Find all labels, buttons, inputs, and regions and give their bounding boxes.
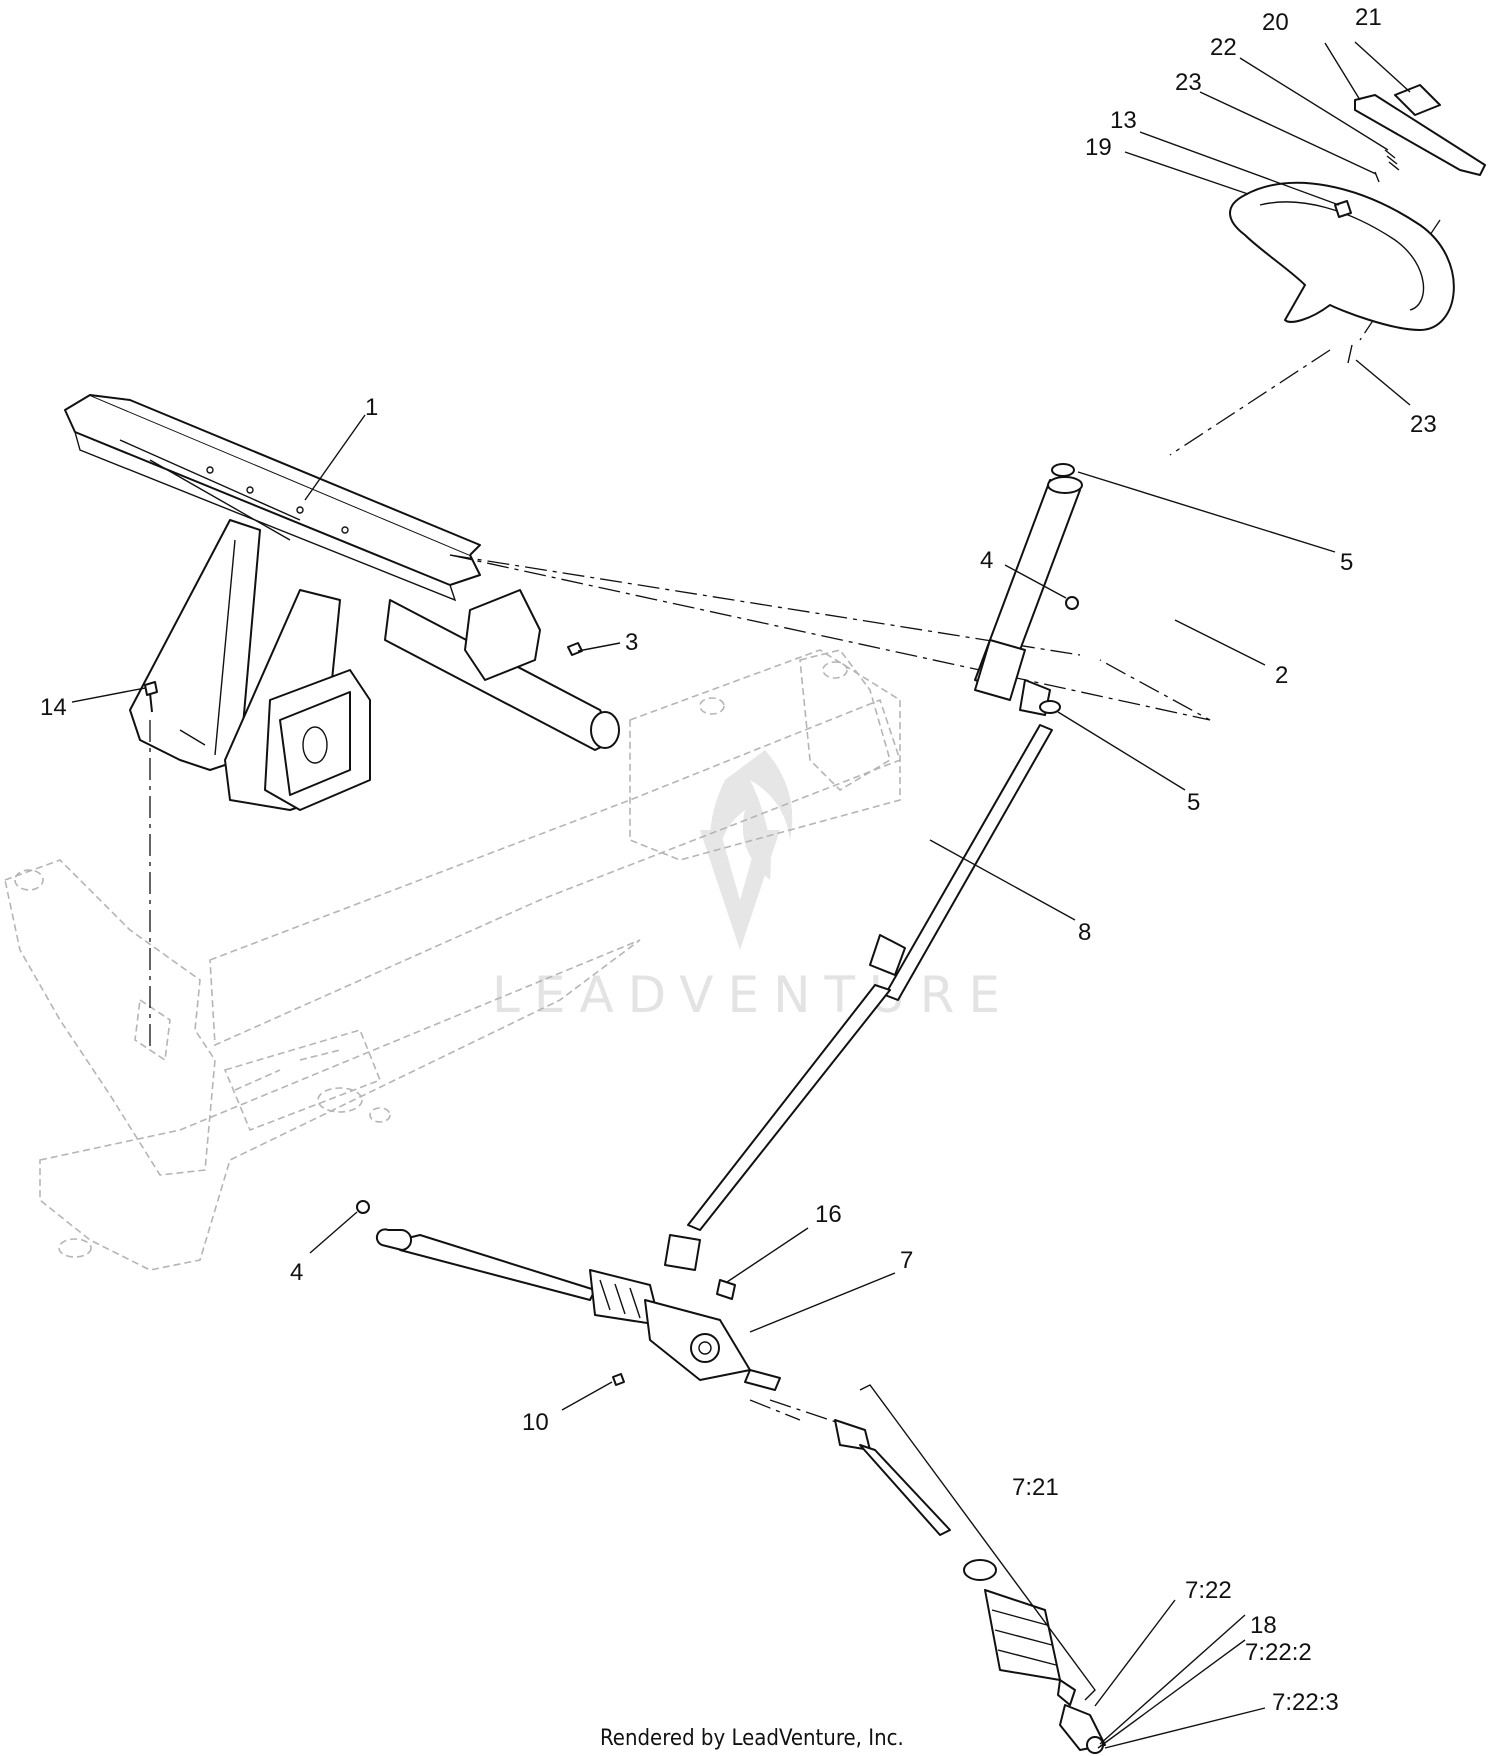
leader-4a xyxy=(1004,564,1067,599)
leader-8 xyxy=(929,839,1076,921)
callout-7-22-3: 7:22:3 xyxy=(1272,1689,1339,1716)
steering-support-weldment xyxy=(64,394,620,811)
leader-16 xyxy=(726,1227,809,1283)
callout-7-21: 7:21 xyxy=(1012,1474,1059,1501)
leader-13 xyxy=(1139,131,1340,206)
spring-22 xyxy=(1384,149,1400,171)
watermark-flame-icon xyxy=(710,750,793,900)
chassis-frame-ghost xyxy=(4,649,901,1271)
leader-14 xyxy=(71,687,146,703)
projection-lines xyxy=(149,219,1441,1431)
callout-2: 2 xyxy=(1275,662,1288,689)
callout-22: 22 xyxy=(1210,34,1237,61)
tie-rod-bracket xyxy=(859,1384,1096,1701)
steering-wheel-cover-20 xyxy=(1354,94,1486,176)
leader-22 xyxy=(1239,57,1389,151)
leader-2 xyxy=(1174,619,1266,666)
callout-5-lower: 5 xyxy=(1187,789,1200,816)
callout-18: 18 xyxy=(1250,1612,1277,1639)
footer-credit: Rendered by LeadVenture, Inc. xyxy=(600,1726,904,1751)
leader-20 xyxy=(1324,42,1361,101)
leader-21 xyxy=(1354,41,1411,93)
callout-19: 19 xyxy=(1085,134,1112,161)
callout-8: 8 xyxy=(1078,919,1091,946)
callout-7-22: 7:22 xyxy=(1185,1577,1232,1604)
leader-7-22 xyxy=(1094,1599,1176,1707)
callout-10: 10 xyxy=(522,1409,549,1436)
nut-13 xyxy=(1334,200,1352,218)
leader-18 xyxy=(1099,1614,1246,1745)
steering-rack xyxy=(375,1228,781,1391)
steering-wheel-assembly xyxy=(1229,84,1486,364)
callout-13: 13 xyxy=(1110,107,1137,134)
callout-1: 1 xyxy=(365,394,378,421)
leader-5a xyxy=(1077,471,1336,553)
tie-rod-assembly xyxy=(834,1384,1096,1706)
leader-4b xyxy=(309,1211,358,1254)
leader-5b xyxy=(1057,711,1186,791)
callout-5-upper: 5 xyxy=(1340,549,1353,576)
leadventure-watermark: LEADVENTURE xyxy=(492,750,1014,1024)
callout-16: 16 xyxy=(815,1201,842,1228)
callout-14: 14 xyxy=(40,694,67,721)
callout-leaders xyxy=(71,41,1411,1749)
leader-23a xyxy=(1199,91,1377,175)
watermark-v-icon xyxy=(700,830,780,950)
callout-7-22-2: 7:22:2 xyxy=(1245,1639,1312,1666)
leader-7 xyxy=(749,1272,896,1333)
nut-4-lower xyxy=(356,1200,370,1214)
bushing-5-upper xyxy=(1051,463,1075,477)
pin-16 xyxy=(716,1279,736,1300)
leader-1 xyxy=(304,414,366,501)
bolt-10 xyxy=(612,1373,625,1386)
bushing-5-lower xyxy=(1039,700,1061,714)
steering-column-tube xyxy=(974,476,1083,716)
callout-23-upper: 23 xyxy=(1175,69,1202,96)
hardware xyxy=(144,596,1079,1386)
bolt-14 xyxy=(144,681,158,713)
nut-4-upper xyxy=(1065,596,1079,610)
leader-7-22-2 xyxy=(1097,1639,1246,1749)
cap-21 xyxy=(1394,84,1441,116)
callout-labels: 1 2 3 4 4 5 5 7 8 10 13 14 16 18 19 20 2… xyxy=(40,4,1437,1716)
leader-19 xyxy=(1124,151,1249,195)
callout-7: 7 xyxy=(900,1247,913,1274)
callout-21: 21 xyxy=(1355,4,1382,31)
leader-23b xyxy=(1355,359,1411,406)
screw-23-lower xyxy=(1347,344,1353,364)
callout-4-lower: 4 xyxy=(290,1259,303,1286)
callout-4-upper: 4 xyxy=(980,547,993,574)
watermark-text: LEADVENTURE xyxy=(492,966,1014,1024)
callout-3: 3 xyxy=(625,629,638,656)
leader-7-22-3 xyxy=(1104,1707,1266,1749)
screw-3 xyxy=(567,642,583,656)
callout-20: 20 xyxy=(1262,9,1289,36)
steering-wheel xyxy=(1229,181,1455,331)
tie-rod-end xyxy=(1059,1704,1106,1754)
bushings xyxy=(1039,463,1075,714)
callout-23-lower: 23 xyxy=(1410,411,1437,438)
leader-10 xyxy=(561,1381,613,1411)
leader-3 xyxy=(577,642,621,652)
steering-shaft xyxy=(664,724,1053,1300)
